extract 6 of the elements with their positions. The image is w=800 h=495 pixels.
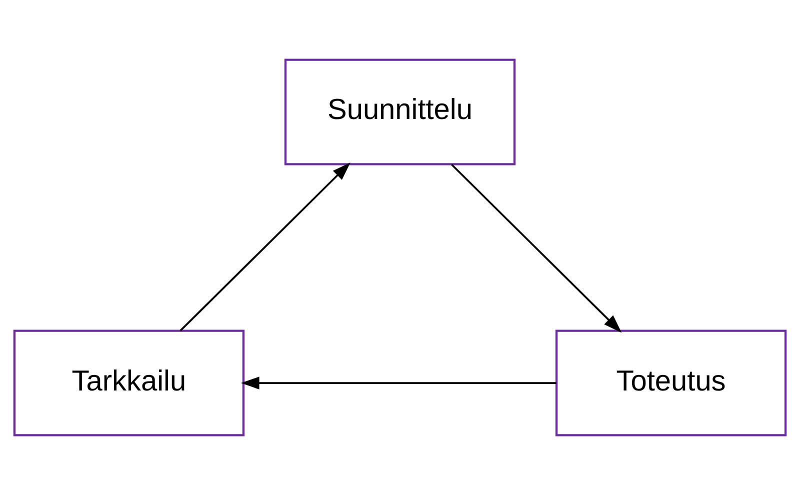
arrow xyxy=(240,376,556,390)
arrow xyxy=(450,164,622,333)
node-box: Tarkkailu xyxy=(13,330,245,436)
node-box: Suunnittelu xyxy=(284,58,516,166)
node-box: Toteutus xyxy=(555,330,787,436)
arrow xyxy=(180,162,350,332)
